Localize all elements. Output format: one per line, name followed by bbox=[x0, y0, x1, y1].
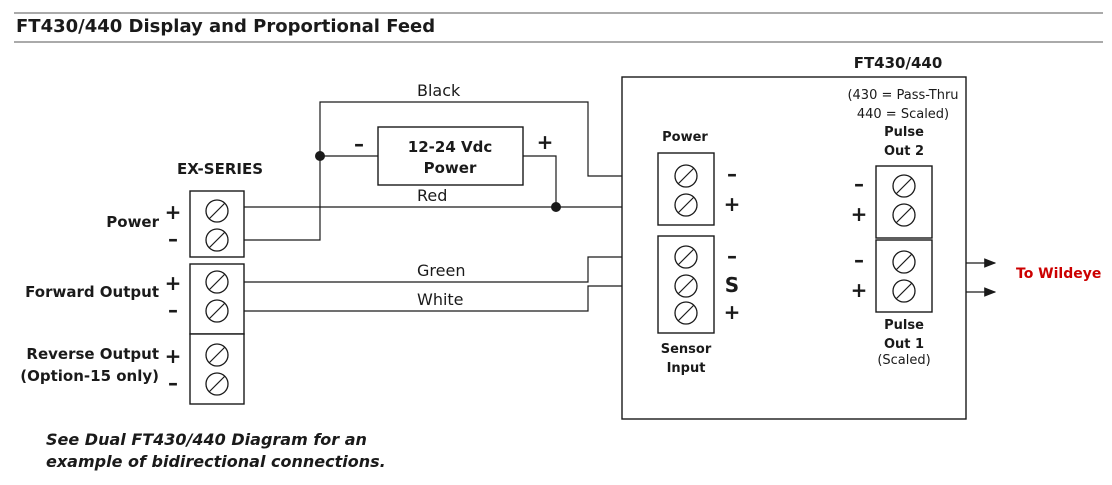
ex-forward-label: Forward Output bbox=[25, 283, 159, 301]
ft-sensor-block bbox=[657, 235, 715, 334]
pulse-out-2-label-2: Out 2 bbox=[884, 144, 924, 159]
ex-reverse-minus: – bbox=[168, 371, 178, 395]
supply-plus-sign: + bbox=[537, 130, 554, 154]
page-title: FT430/440 Display and Proportional Feed bbox=[16, 16, 435, 37]
pulse-out-2-label: Pulse bbox=[884, 125, 924, 140]
footnote-line-2: example of bidirectional connections. bbox=[46, 452, 386, 471]
ft-sensor-label-2: Input bbox=[667, 361, 706, 376]
ft-power-label: Power bbox=[662, 130, 708, 145]
ft-sensor-minus: – bbox=[727, 244, 737, 268]
ex-forward-minus: – bbox=[168, 298, 178, 322]
power-supply-voltage: 12-24 Vdc bbox=[408, 138, 492, 156]
black-junction-dot bbox=[315, 151, 325, 161]
footnote-line-1: See Dual FT430/440 Diagram for an bbox=[46, 430, 367, 449]
ft-sensor-plus: + bbox=[724, 300, 741, 324]
ex-forward-plus: + bbox=[165, 271, 182, 295]
ex-reverse-block bbox=[189, 333, 245, 405]
ft-power-minus: – bbox=[727, 162, 737, 186]
ex-series-title: EX-SERIES bbox=[177, 160, 263, 178]
pulse-out-2-block bbox=[875, 165, 933, 239]
supply-positive-lead bbox=[523, 155, 557, 207]
black-wire bbox=[244, 101, 658, 241]
ex-power-minus: – bbox=[168, 227, 178, 251]
power-supply-label: Power bbox=[424, 159, 477, 177]
red-wire-label: Red bbox=[417, 186, 447, 205]
ex-power-label: Power bbox=[106, 213, 159, 231]
ft-model-note-2: 440 = Scaled) bbox=[857, 107, 949, 122]
ex-reverse-note: (Option-15 only) bbox=[20, 367, 159, 385]
black-wire-label: Black bbox=[417, 81, 461, 100]
ex-power-plus: + bbox=[165, 200, 182, 224]
power-supply-box bbox=[377, 126, 524, 186]
pulse-out-1-block bbox=[875, 239, 933, 313]
supply-minus-sign: – bbox=[354, 132, 364, 156]
ex-power-block bbox=[189, 190, 245, 258]
pulse-out-2-minus: – bbox=[854, 172, 864, 196]
ft-title: FT430/440 bbox=[854, 54, 943, 72]
ft-power-plus: + bbox=[724, 192, 741, 216]
pulse-out-1-label-2: Out 1 bbox=[884, 337, 924, 352]
ft-power-block bbox=[657, 152, 715, 226]
pulse-out-1-plus: + bbox=[851, 278, 868, 302]
pulse-out-1-label: Pulse bbox=[884, 318, 924, 333]
ft-model-note-1: (430 = Pass-Thru bbox=[847, 88, 958, 103]
ex-reverse-plus: + bbox=[165, 344, 182, 368]
ft-sensor-label: Sensor bbox=[661, 342, 712, 357]
pulse-out-1-scaled: (Scaled) bbox=[877, 353, 930, 368]
ex-forward-block bbox=[189, 263, 245, 335]
ft-sensor-s: S bbox=[725, 273, 739, 297]
green-wire-label: Green bbox=[417, 261, 465, 280]
to-wildeye-label: To Wildeye bbox=[1016, 266, 1101, 282]
pulse-out-2-plus: + bbox=[851, 202, 868, 226]
ex-reverse-label: Reverse Output bbox=[26, 345, 159, 363]
white-wire-label: White bbox=[417, 290, 464, 309]
pulse-out-1-minus: – bbox=[854, 248, 864, 272]
red-junction-dot bbox=[551, 202, 561, 212]
